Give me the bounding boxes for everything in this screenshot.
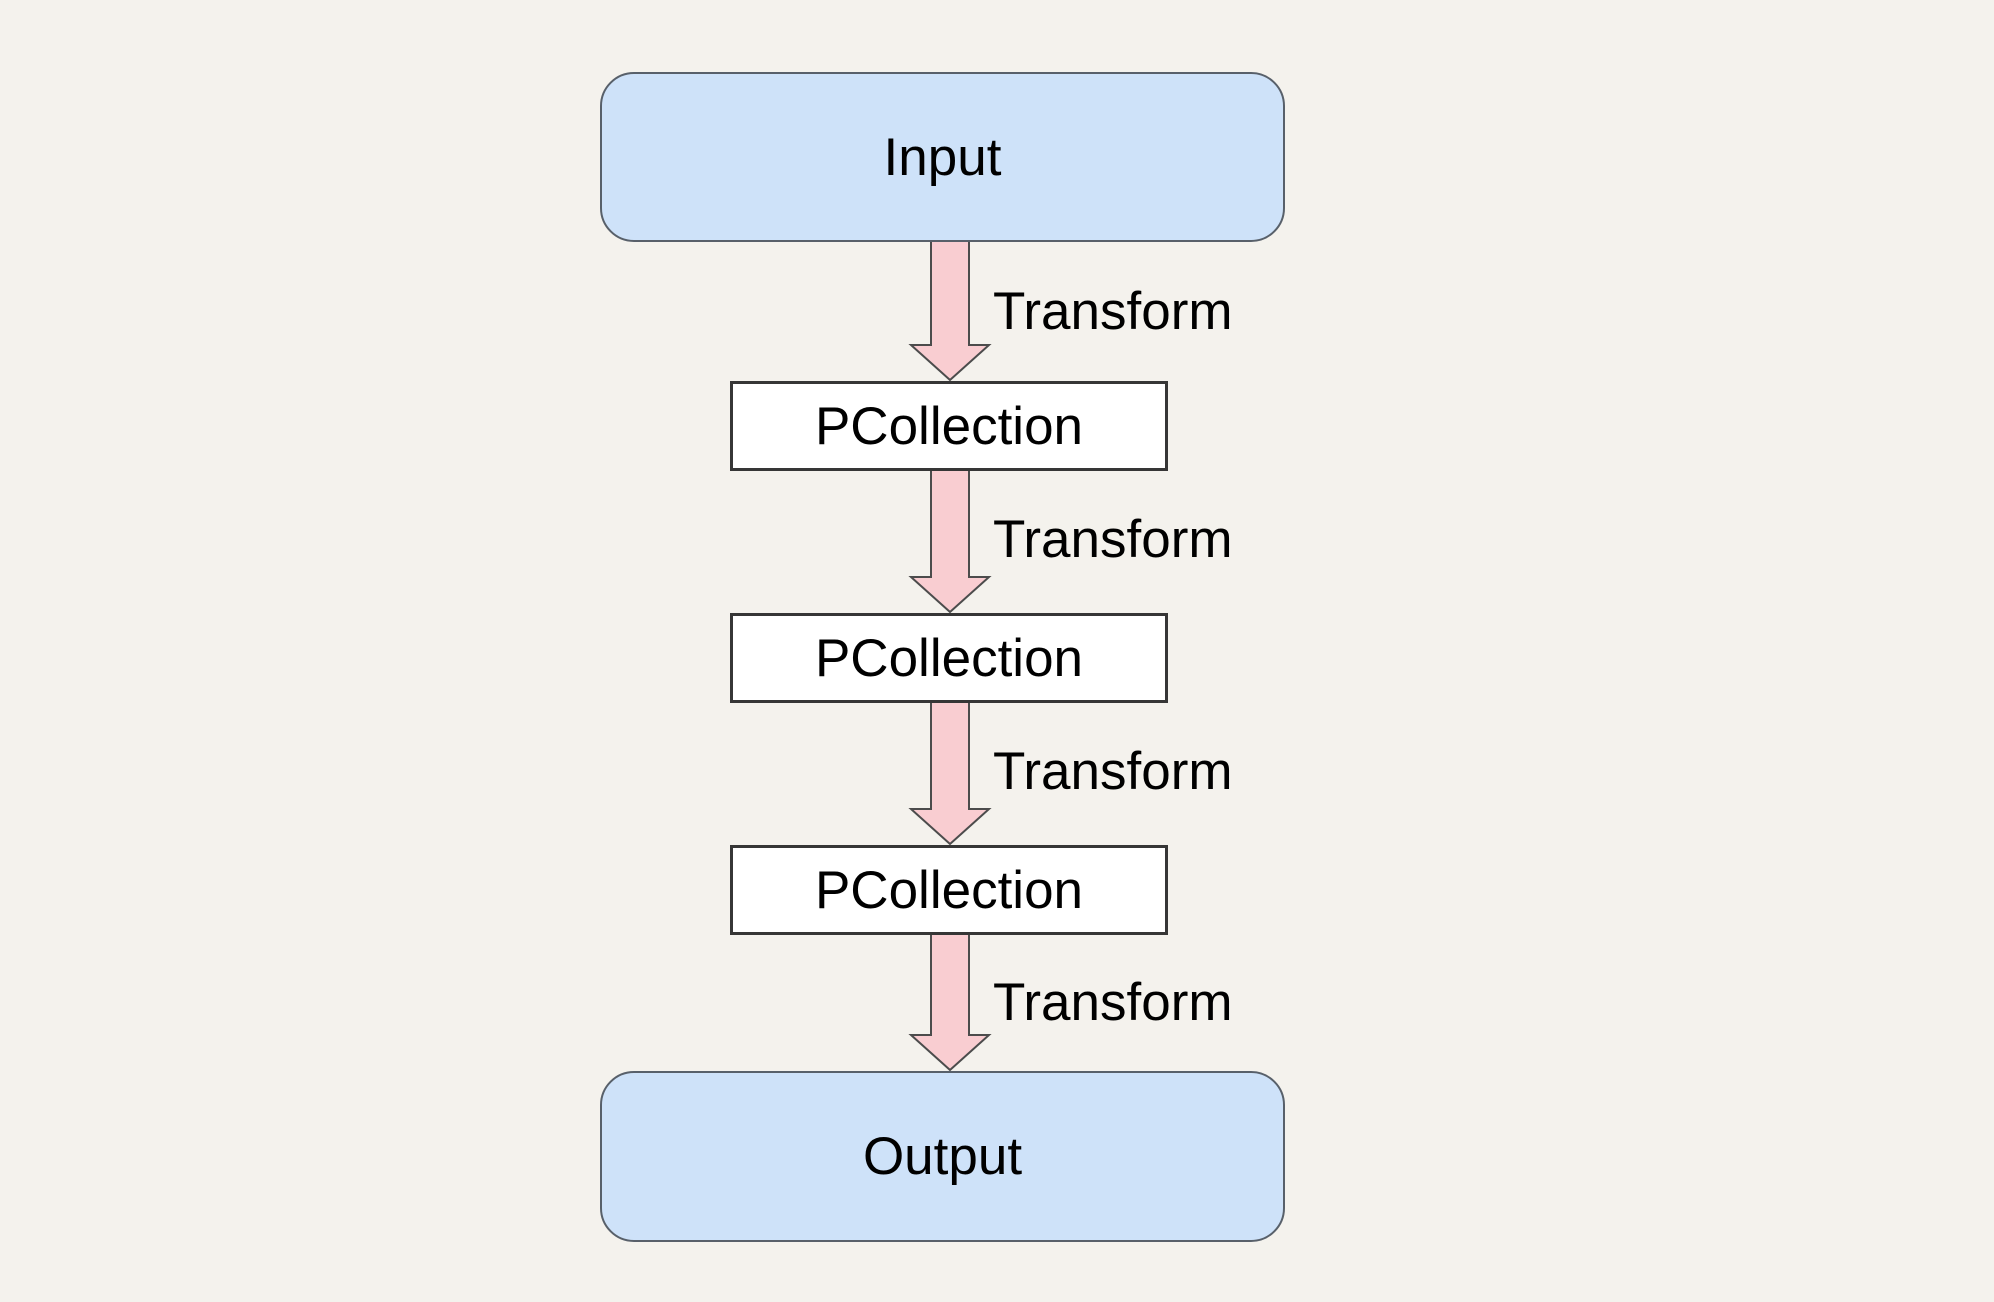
- node-output: Output: [600, 1071, 1285, 1242]
- node-pcollection-2: PCollection: [730, 613, 1168, 703]
- arrow-down-icon: [908, 242, 992, 381]
- node-pcollection-label: PCollection: [814, 396, 1084, 456]
- transform-label: Transform: [993, 510, 1233, 569]
- transform-label: Transform: [993, 282, 1233, 341]
- arrow-down-icon: [908, 703, 992, 845]
- node-pcollection-1: PCollection: [730, 381, 1168, 471]
- node-output-label: Output: [862, 1127, 1023, 1186]
- node-input-label: Input: [883, 127, 1002, 187]
- arrow-down-icon: [908, 471, 992, 613]
- transform-label: Transform: [993, 973, 1233, 1032]
- arrow-down-icon: [908, 935, 992, 1071]
- node-input: Input: [600, 72, 1285, 242]
- node-pcollection-3: PCollection: [730, 845, 1168, 935]
- node-pcollection-label: PCollection: [814, 860, 1084, 920]
- transform-label: Transform: [993, 742, 1233, 801]
- node-pcollection-label: PCollection: [814, 628, 1084, 688]
